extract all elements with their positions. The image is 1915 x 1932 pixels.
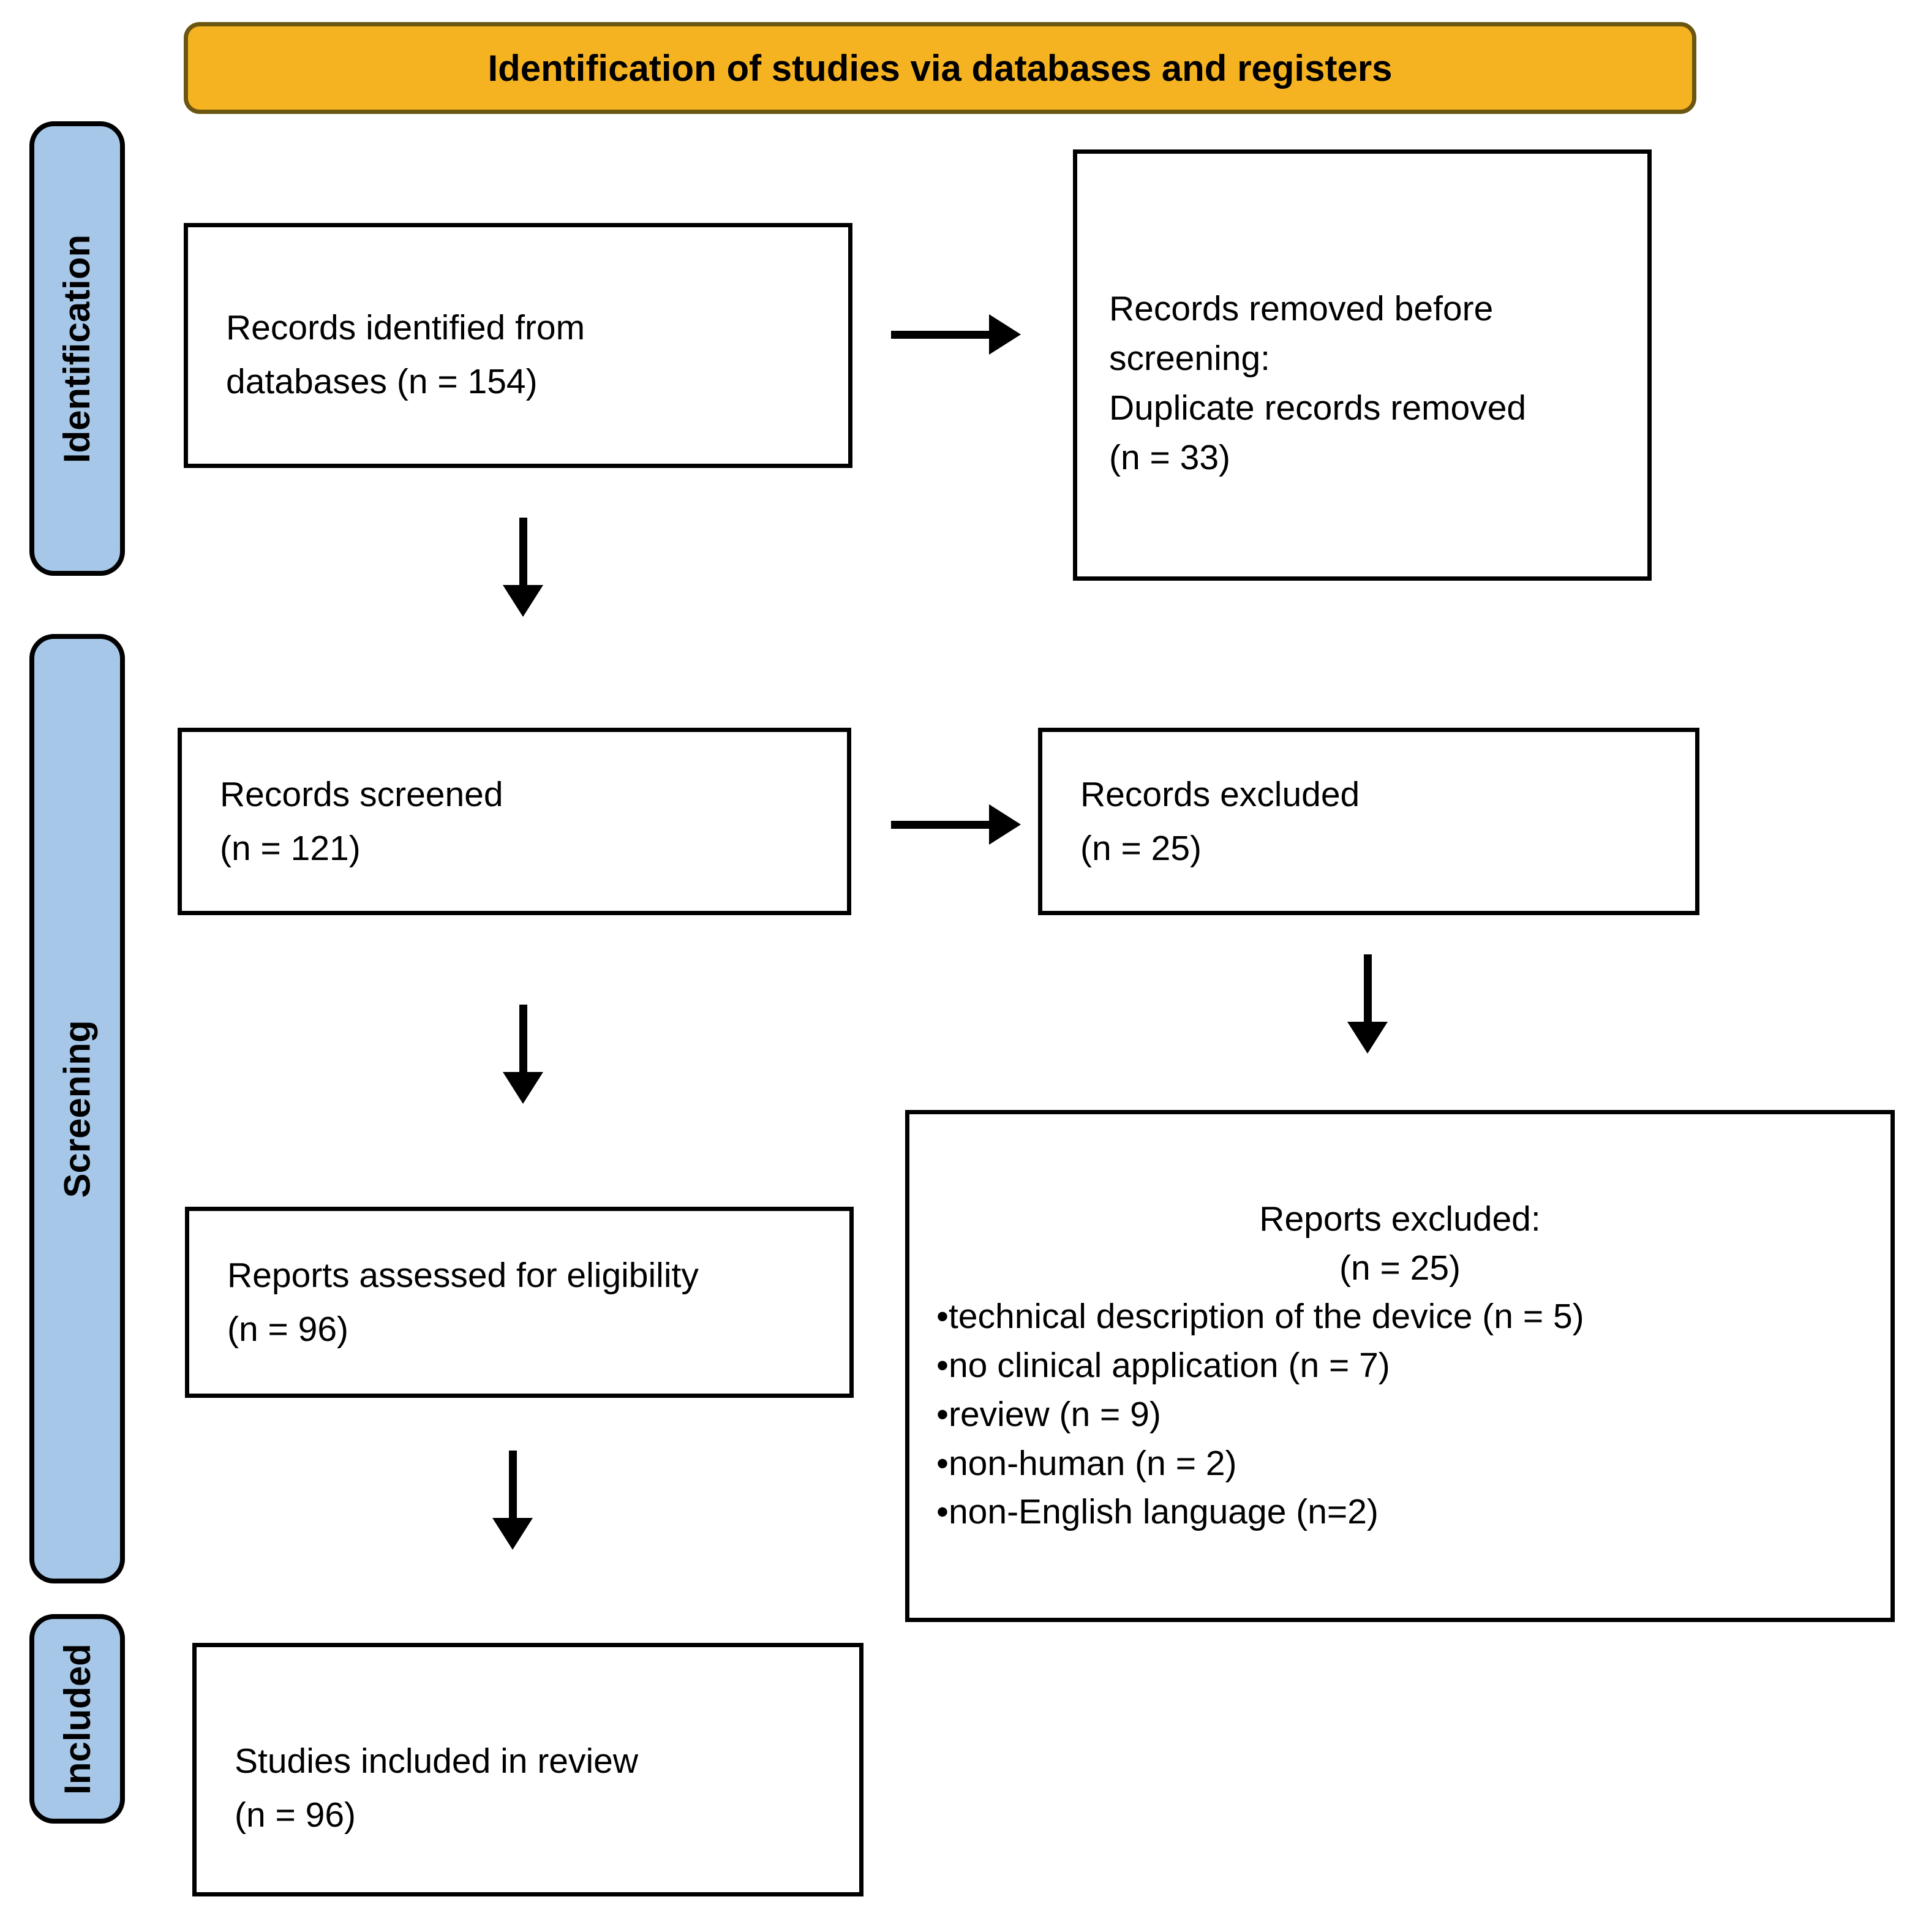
bullet-glyph: • — [936, 1346, 949, 1386]
box-text-line: screening: — [1109, 339, 1270, 379]
box-text-line: Duplicate records removed — [1109, 388, 1527, 428]
arrow-shaft — [519, 518, 527, 586]
box-text-line: Reports assessed for eligibility — [227, 1255, 699, 1295]
box-reports-assessed: Reports assessed for eligibility (n = 96… — [185, 1207, 854, 1398]
box-records-screened: Records screened (n = 121) — [178, 728, 851, 915]
arrowhead-down-icon — [1347, 1022, 1388, 1054]
arrow-shaft — [519, 1005, 527, 1073]
arrowhead-down-icon — [503, 585, 543, 617]
box-text-line: Records excluded — [1080, 774, 1360, 814]
title-banner-label: Identification of studies via databases … — [487, 47, 1393, 89]
box-records-removed: Records removed before screening: Duplic… — [1073, 149, 1652, 581]
box-text-line: Records removed before — [1109, 289, 1494, 329]
arrow-shaft — [891, 821, 990, 829]
arrow-shaft — [891, 331, 990, 339]
arrowhead-right-icon — [989, 804, 1021, 845]
arrow-excluded-to-reports-excluded — [1347, 954, 1388, 1054]
box-text-line: Records identified from — [226, 308, 585, 347]
box-text-line: (n = 25) — [1339, 1248, 1461, 1288]
box-text-line: databases (n = 154) — [226, 362, 538, 401]
stage-label-identification: Identification — [29, 121, 125, 576]
arrow-identified-to-screened — [503, 518, 543, 617]
box-text-line: (n = 96) — [235, 1795, 356, 1835]
title-banner: Identification of studies via databases … — [184, 22, 1696, 114]
bullet-item: •no clinical application (n = 7) — [936, 1346, 1390, 1386]
box-records-identified: Records identified from databases (n = 1… — [184, 223, 852, 468]
arrowhead-down-icon — [492, 1518, 533, 1550]
box-text-line: Studies included in review — [235, 1741, 639, 1781]
stage-label-included: Included — [29, 1614, 125, 1824]
box-text-line: Reports excluded: — [1259, 1199, 1541, 1239]
stage-label-screening: Screening — [29, 634, 125, 1583]
arrow-screened-to-excluded — [891, 804, 1021, 845]
bullet-glyph: • — [936, 1443, 949, 1483]
bullet-glyph: • — [936, 1492, 949, 1532]
bullet-item: •technical description of the device (n … — [936, 1297, 1584, 1337]
arrow-identified-to-removed — [891, 314, 1021, 355]
box-text-line: (n = 25) — [1080, 829, 1202, 868]
box-reports-excluded: Reports excluded: (n = 25) •technical de… — [905, 1110, 1895, 1622]
arrow-shaft — [1364, 954, 1372, 1023]
arrow-shaft — [509, 1451, 517, 1519]
bullet-item: •review (n = 9) — [936, 1394, 1161, 1434]
box-records-excluded: Records excluded (n = 25) — [1038, 728, 1699, 915]
bullet-glyph: • — [936, 1297, 949, 1337]
arrowhead-right-icon — [989, 314, 1021, 355]
box-text-line: Records screened — [220, 774, 503, 814]
box-text-line: (n = 96) — [227, 1310, 349, 1349]
bullet-glyph: • — [936, 1394, 949, 1434]
box-text-line: (n = 33) — [1109, 437, 1231, 477]
bullet-item: •non-English language (n=2) — [936, 1492, 1379, 1532]
bullet-item: •non-human (n = 2) — [936, 1443, 1237, 1483]
arrowhead-down-icon — [503, 1072, 543, 1104]
box-text-line: (n = 121) — [220, 829, 361, 868]
arrow-assessed-to-studies-included — [492, 1451, 533, 1550]
box-studies-included: Studies included in review (n = 96) — [192, 1643, 863, 1896]
arrow-screened-to-assessed — [503, 1005, 543, 1104]
